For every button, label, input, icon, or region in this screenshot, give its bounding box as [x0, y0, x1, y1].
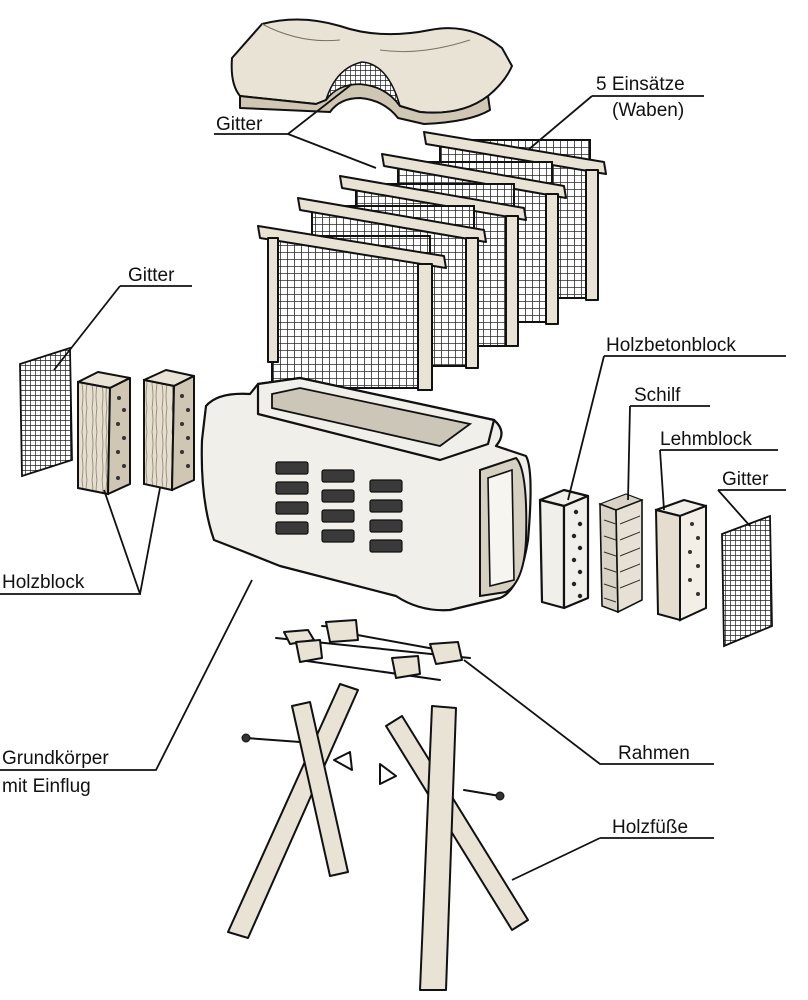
comb-insert-1 — [257, 225, 447, 391]
label-holzbetonblock: Holzbetonblock — [606, 335, 736, 356]
label-gitter-top: Gitter — [216, 114, 263, 135]
label-einsaetze: 5 Einsätze — [596, 74, 685, 95]
labels: Gitter 5 Einsätze (Waben) Gitter Holzbet… — [2, 74, 769, 838]
base-frame — [275, 619, 471, 681]
clay-block — [654, 498, 708, 622]
label-schilf: Schilf — [634, 385, 681, 406]
label-rahmen: Rahmen — [618, 743, 690, 764]
label-holzblock: Holzblock — [2, 572, 85, 593]
label-waben: (Waben) — [612, 100, 684, 121]
left-mesh-panel — [19, 346, 73, 478]
woodcrete-block — [538, 488, 590, 610]
wood-block-2 — [143, 369, 195, 492]
wood-block-1 — [77, 371, 131, 496]
wooden-legs — [227, 683, 529, 991]
label-grundkoerper: Grundkörper — [2, 748, 109, 769]
label-gitter-right: Gitter — [722, 469, 769, 490]
reed-bundle — [598, 493, 644, 614]
main-body — [200, 376, 532, 612]
label-gitter-left: Gitter — [128, 265, 175, 286]
roof — [230, 18, 513, 125]
label-lehmblock: Lehmblock — [660, 429, 752, 450]
label-mit-einflug: mit Einflug — [2, 776, 91, 797]
entrance-slots — [275, 461, 403, 553]
right-mesh-panel — [721, 514, 773, 648]
leader-lines — [0, 83, 786, 881]
label-holzfuesse: Holzfüße — [612, 817, 688, 838]
